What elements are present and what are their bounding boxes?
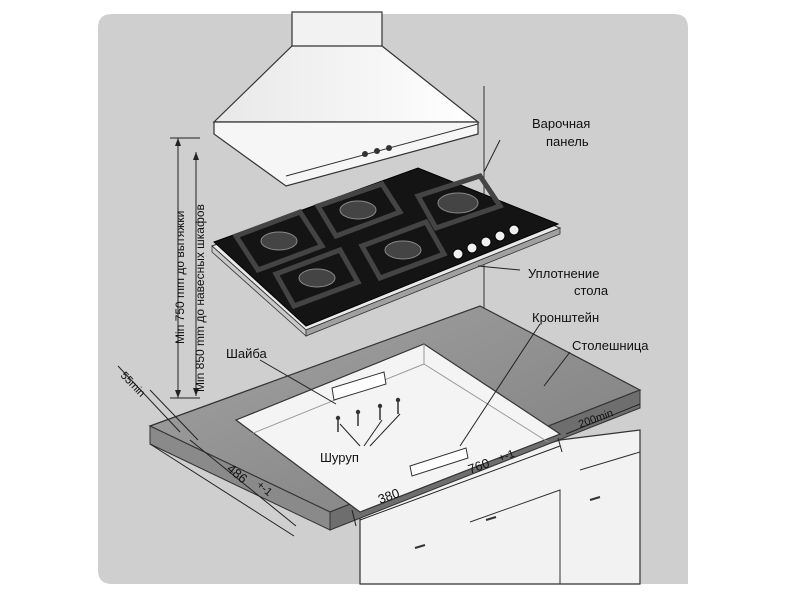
dim-width-half: 380 (376, 485, 402, 507)
dim-width: 760 (466, 455, 492, 477)
burner (314, 180, 404, 240)
label-hob-line2: панель (546, 134, 589, 149)
burner (232, 208, 326, 274)
bracket-back (331, 371, 387, 401)
dim-width-tol: +-1 (497, 448, 516, 465)
label-hob-line1: Варочная (532, 116, 590, 131)
hob-cutout (234, 343, 562, 513)
label-seal-line1: Уплотнение (528, 266, 599, 281)
dim-hood-height-2: Min 850 mm до навесных шкафов (193, 204, 207, 392)
dim-hood-height-1: Min 750 mm до вытяжки (173, 211, 187, 344)
label-screw: Шуруп (320, 450, 359, 465)
range-hood (212, 11, 480, 187)
cabinet (359, 429, 641, 585)
burner (272, 246, 362, 310)
bracket-front (409, 447, 469, 477)
gas-hob (211, 167, 562, 337)
label-seal-line2: стола (574, 283, 609, 298)
burner (414, 173, 504, 232)
mounting-hardware (331, 371, 469, 477)
label-countertop: Столешница (572, 338, 649, 353)
dimension-lines (117, 137, 641, 537)
label-washer: Шайба (226, 346, 268, 361)
burner (358, 218, 448, 282)
label-bracket: Кронштейн (532, 310, 599, 325)
dimension-arrows (175, 138, 199, 398)
screw (335, 397, 401, 432)
control-knobs (452, 224, 520, 260)
